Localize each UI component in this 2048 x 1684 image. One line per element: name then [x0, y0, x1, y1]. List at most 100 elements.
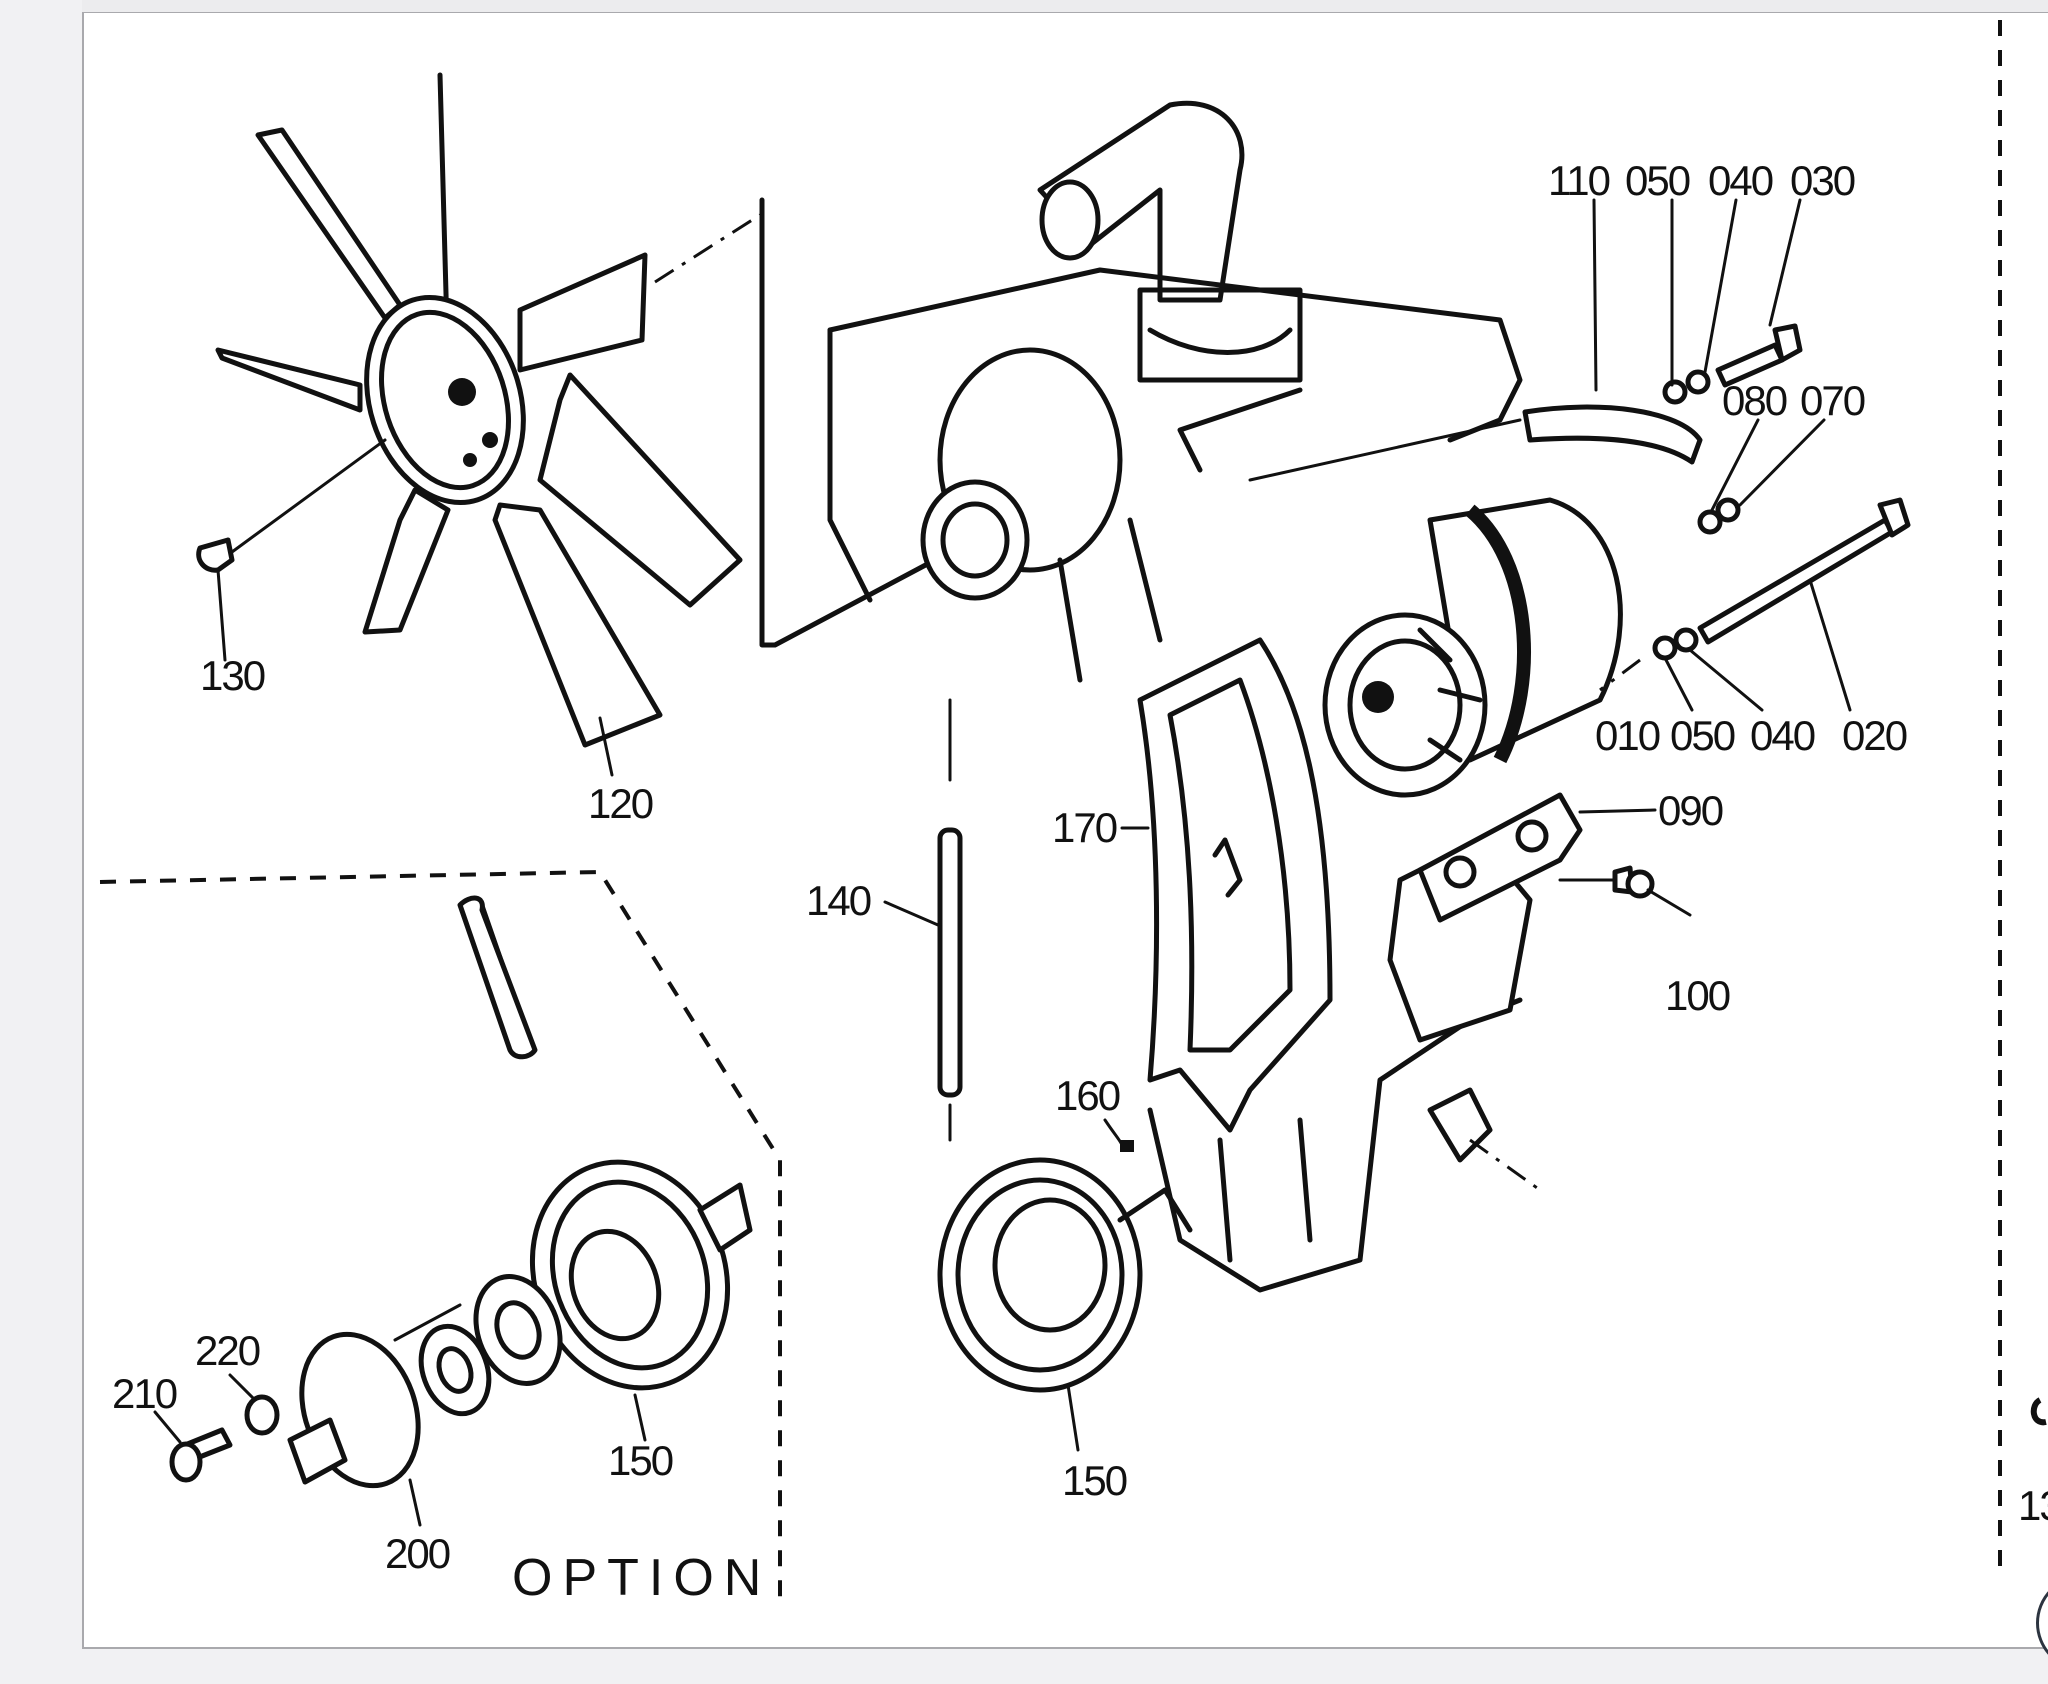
leader-line [1710, 418, 1760, 512]
fan-blade [537, 372, 743, 608]
fan-blade [517, 252, 648, 373]
fan-hub-hole [463, 453, 477, 467]
leader-line [1663, 656, 1694, 712]
label-130: 130 [200, 652, 265, 699]
label-020: 020 [1842, 712, 1907, 759]
fan-blade [362, 487, 451, 635]
fan-blade [437, 72, 450, 333]
bolt-head [169, 1441, 203, 1483]
bolt-030-head [1772, 323, 1803, 363]
hose-elbow [1037, 100, 1245, 303]
water-pump-center [940, 501, 1010, 579]
block-edge [827, 267, 1523, 443]
plate [1522, 404, 1703, 465]
leader-line [1646, 888, 1692, 917]
fan-blade [492, 502, 663, 748]
detail [1217, 1117, 1313, 1263]
center-line [230, 438, 387, 554]
bolt-160 [1120, 1140, 1134, 1152]
v-belt-140[interactable] [883, 698, 963, 1142]
bracket-hole [1443, 855, 1477, 889]
washer-040b [1673, 627, 1699, 653]
alternator-band [1465, 504, 1531, 764]
washer-220[interactable] [228, 1373, 280, 1436]
bolt-head [1877, 497, 1911, 538]
label-040-top: 040 [1708, 157, 1773, 204]
bracket-hole [1515, 819, 1549, 853]
fan-hub-hole [482, 432, 498, 448]
label-040-bottom: 040 [1750, 712, 1815, 759]
washer-050 [1662, 379, 1688, 405]
bolt-130[interactable] [196, 438, 387, 662]
leader-line [216, 568, 227, 662]
leader-line [1738, 418, 1826, 507]
pulley-inner [992, 1197, 1108, 1333]
leader-line [1592, 198, 1598, 392]
pulley-groove [549, 1179, 711, 1371]
bolt-shank [1697, 517, 1895, 645]
cover-inner [1167, 677, 1293, 1053]
fan-120[interactable] [215, 72, 743, 748]
bolt-head [196, 537, 235, 573]
label-160: 160 [1055, 1072, 1120, 1119]
label-050-bottom: 050 [1670, 712, 1735, 759]
leader-line [883, 900, 940, 927]
pulley-shaft [1117, 1187, 1193, 1233]
adjust-plate-110[interactable] [1248, 404, 1703, 482]
leader-line [1066, 1383, 1080, 1452]
leader-line [598, 716, 614, 777]
center-line [654, 213, 761, 284]
nut [418, 1323, 492, 1417]
leader-line [1248, 418, 1522, 482]
label-edge-partial: 13 [2018, 1482, 2048, 1529]
coupling-200[interactable] [282, 1303, 462, 1527]
pulley-outer [937, 1157, 1143, 1393]
bracket-090[interactable] [1417, 792, 1583, 923]
fan-blade [215, 347, 363, 413]
bolt-210[interactable] [153, 1410, 233, 1483]
label-220: 220 [195, 1327, 260, 1374]
leader-line [1688, 648, 1764, 712]
label-170: 170 [1052, 804, 1117, 851]
leader-line [153, 1410, 182, 1444]
coupling-spline [287, 1417, 348, 1485]
crank-pulley-150[interactable] [937, 1118, 1193, 1452]
option-dashed-border [99, 869, 782, 1605]
spacer-hole [494, 1300, 542, 1360]
hose-end [1039, 179, 1101, 261]
block-edge [827, 327, 873, 603]
label-210: 210 [112, 1370, 177, 1417]
spacer-ring [473, 1274, 563, 1386]
option-label: OPTION [512, 1549, 771, 1607]
water-pump-hub [920, 479, 1030, 601]
nut-070 [1715, 497, 1741, 523]
label-080: 080 [1722, 377, 1787, 424]
bolt-020[interactable] [1599, 497, 1911, 692]
label-150-option: 150 [608, 1437, 673, 1484]
center-line [393, 1303, 462, 1342]
pulley-inner [568, 1228, 662, 1342]
alternator-010[interactable] [1322, 497, 1623, 798]
alternator-nut [1362, 681, 1394, 713]
cover-mark [1212, 837, 1243, 898]
bolt-head [1625, 869, 1655, 899]
label-100: 100 [1665, 972, 1730, 1019]
option-belt[interactable] [457, 895, 538, 1060]
leader-frame [759, 197, 938, 648]
belt-cover-170[interactable] [1137, 637, 1333, 1133]
belt-body [937, 827, 963, 1098]
alternator-pulley-inner [1347, 638, 1463, 772]
washer-040 [1685, 369, 1711, 395]
label-070: 070 [1800, 377, 1865, 424]
leader-line [1808, 578, 1852, 712]
bolt-100[interactable] [1558, 865, 1655, 899]
fan-blade [255, 127, 403, 321]
label-120: 120 [588, 780, 653, 827]
edge-partial-mark [2030, 1397, 2047, 1426]
fasteners-top[interactable] [1662, 323, 1803, 535]
option-pulley-150[interactable] [410, 1134, 759, 1442]
alternator-fins [1417, 627, 1483, 763]
detail [1177, 387, 1303, 473]
label-140: 140 [806, 877, 871, 924]
